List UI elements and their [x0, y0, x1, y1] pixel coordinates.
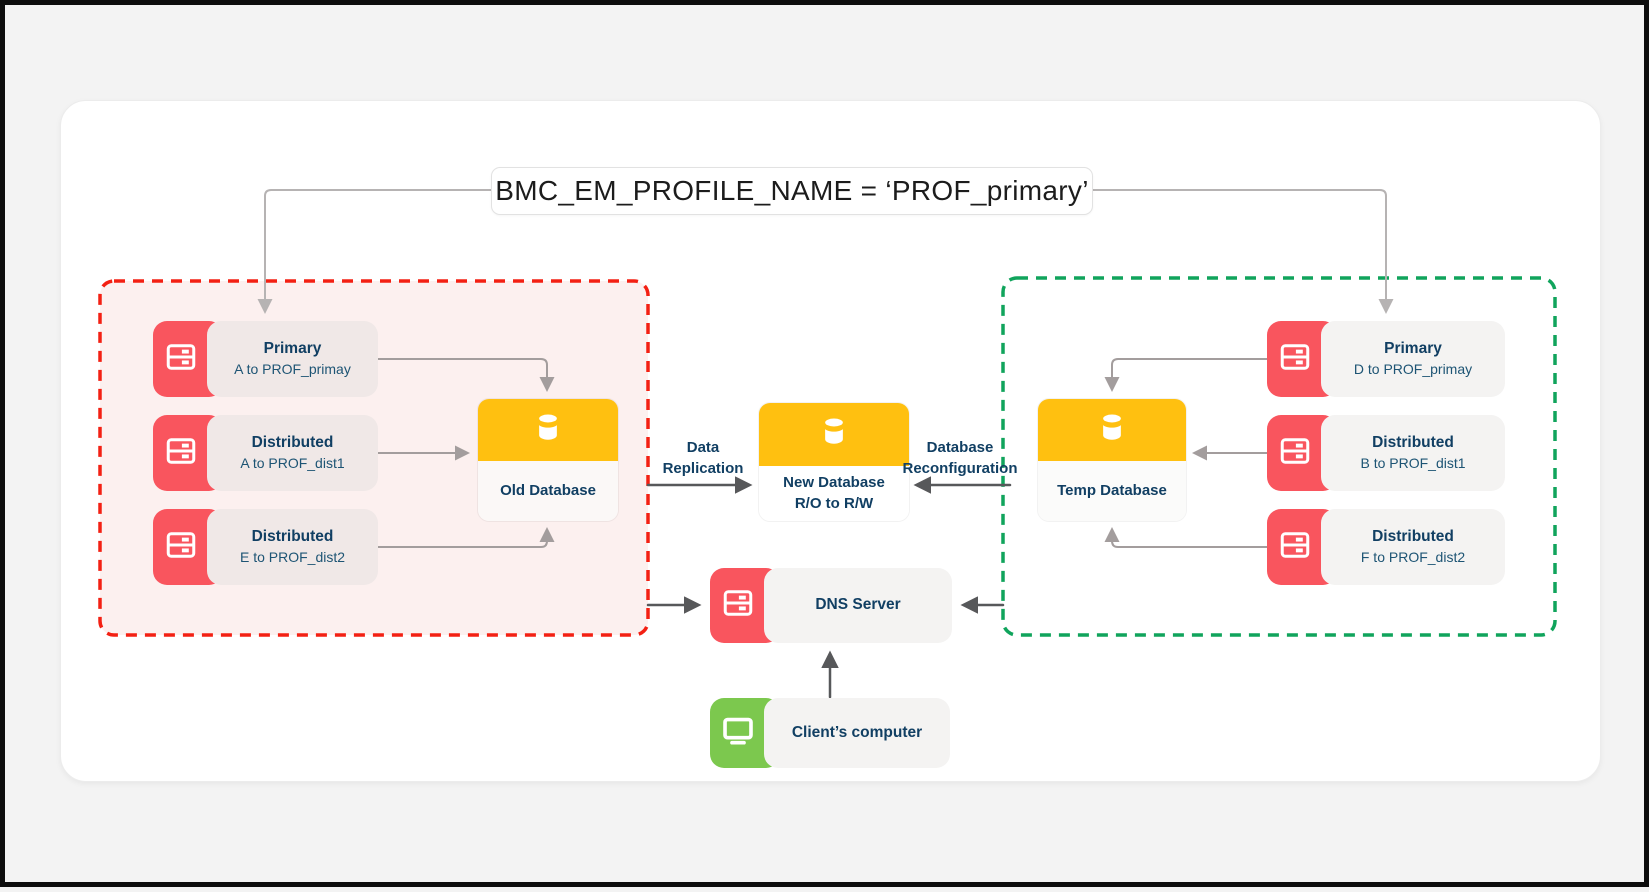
database-label-line1: New Database — [783, 474, 885, 492]
node-subtitle: A to PROF_primay — [234, 361, 351, 378]
right-distributed1-server-node: Distributed B to PROF_dist1 — [1267, 415, 1505, 491]
dns-server-label: DNS Server — [815, 596, 901, 614]
database-reconfiguration-label: Database Reconfiguration — [902, 439, 1018, 477]
node-subtitle: E to PROF_dist2 — [239, 549, 346, 566]
server-icon — [1277, 527, 1313, 568]
profile-name-callout: BMC_EM_PROFILE_NAME = ‘PROF_primary’ — [491, 167, 1093, 215]
node-title: Distributed — [1372, 528, 1454, 546]
new-database-node: New Database R/O to R/W — [758, 402, 910, 522]
database-label: Temp Database — [1057, 481, 1167, 499]
database-label-line2: R/O to R/W — [794, 494, 874, 512]
server-icon — [163, 527, 199, 568]
database-icon — [1093, 409, 1131, 452]
server-icon — [163, 339, 199, 380]
temp-database-node: Temp Database — [1037, 398, 1187, 522]
server-icon — [1277, 339, 1313, 380]
database-icon — [815, 413, 853, 456]
client-computer-label: Client’s computer — [791, 723, 923, 741]
node-title: Primary — [263, 340, 322, 358]
server-icon — [1277, 433, 1313, 474]
node-subtitle: B to PROF_dist1 — [1360, 455, 1466, 472]
left-distributed2-server-node: Distributed E to PROF_dist2 — [153, 509, 378, 585]
database-label: Old Database — [500, 481, 596, 499]
node-subtitle: A to PROF_dist1 — [240, 455, 345, 472]
node-title: Distributed — [1372, 434, 1454, 452]
node-subtitle: D to PROF_primay — [1353, 361, 1473, 378]
old-database-node: Old Database — [477, 398, 619, 522]
left-distributed1-server-node: Distributed A to PROF_dist1 — [153, 415, 378, 491]
client-computer-node: Client’s computer — [710, 698, 950, 768]
database-icon — [529, 409, 567, 452]
monitor-icon — [719, 712, 757, 755]
profile-name-text: BMC_EM_PROFILE_NAME = ‘PROF_primary’ — [495, 175, 1089, 206]
right-distributed2-server-node: Distributed F to PROF_dist2 — [1267, 509, 1505, 585]
node-subtitle: F to PROF_dist2 — [1360, 549, 1466, 566]
node-title: Primary — [1384, 340, 1442, 358]
right-primary-server-node: Primary D to PROF_primay — [1267, 321, 1505, 397]
server-icon — [720, 585, 756, 626]
left-primary-server-node: Primary A to PROF_primay — [153, 321, 378, 397]
node-title: Distributed — [251, 528, 334, 546]
node-title: Distributed — [251, 434, 334, 452]
dns-server-node: DNS Server — [710, 568, 952, 643]
data-replication-label: Data Replication — [662, 439, 744, 477]
server-icon — [163, 433, 199, 474]
